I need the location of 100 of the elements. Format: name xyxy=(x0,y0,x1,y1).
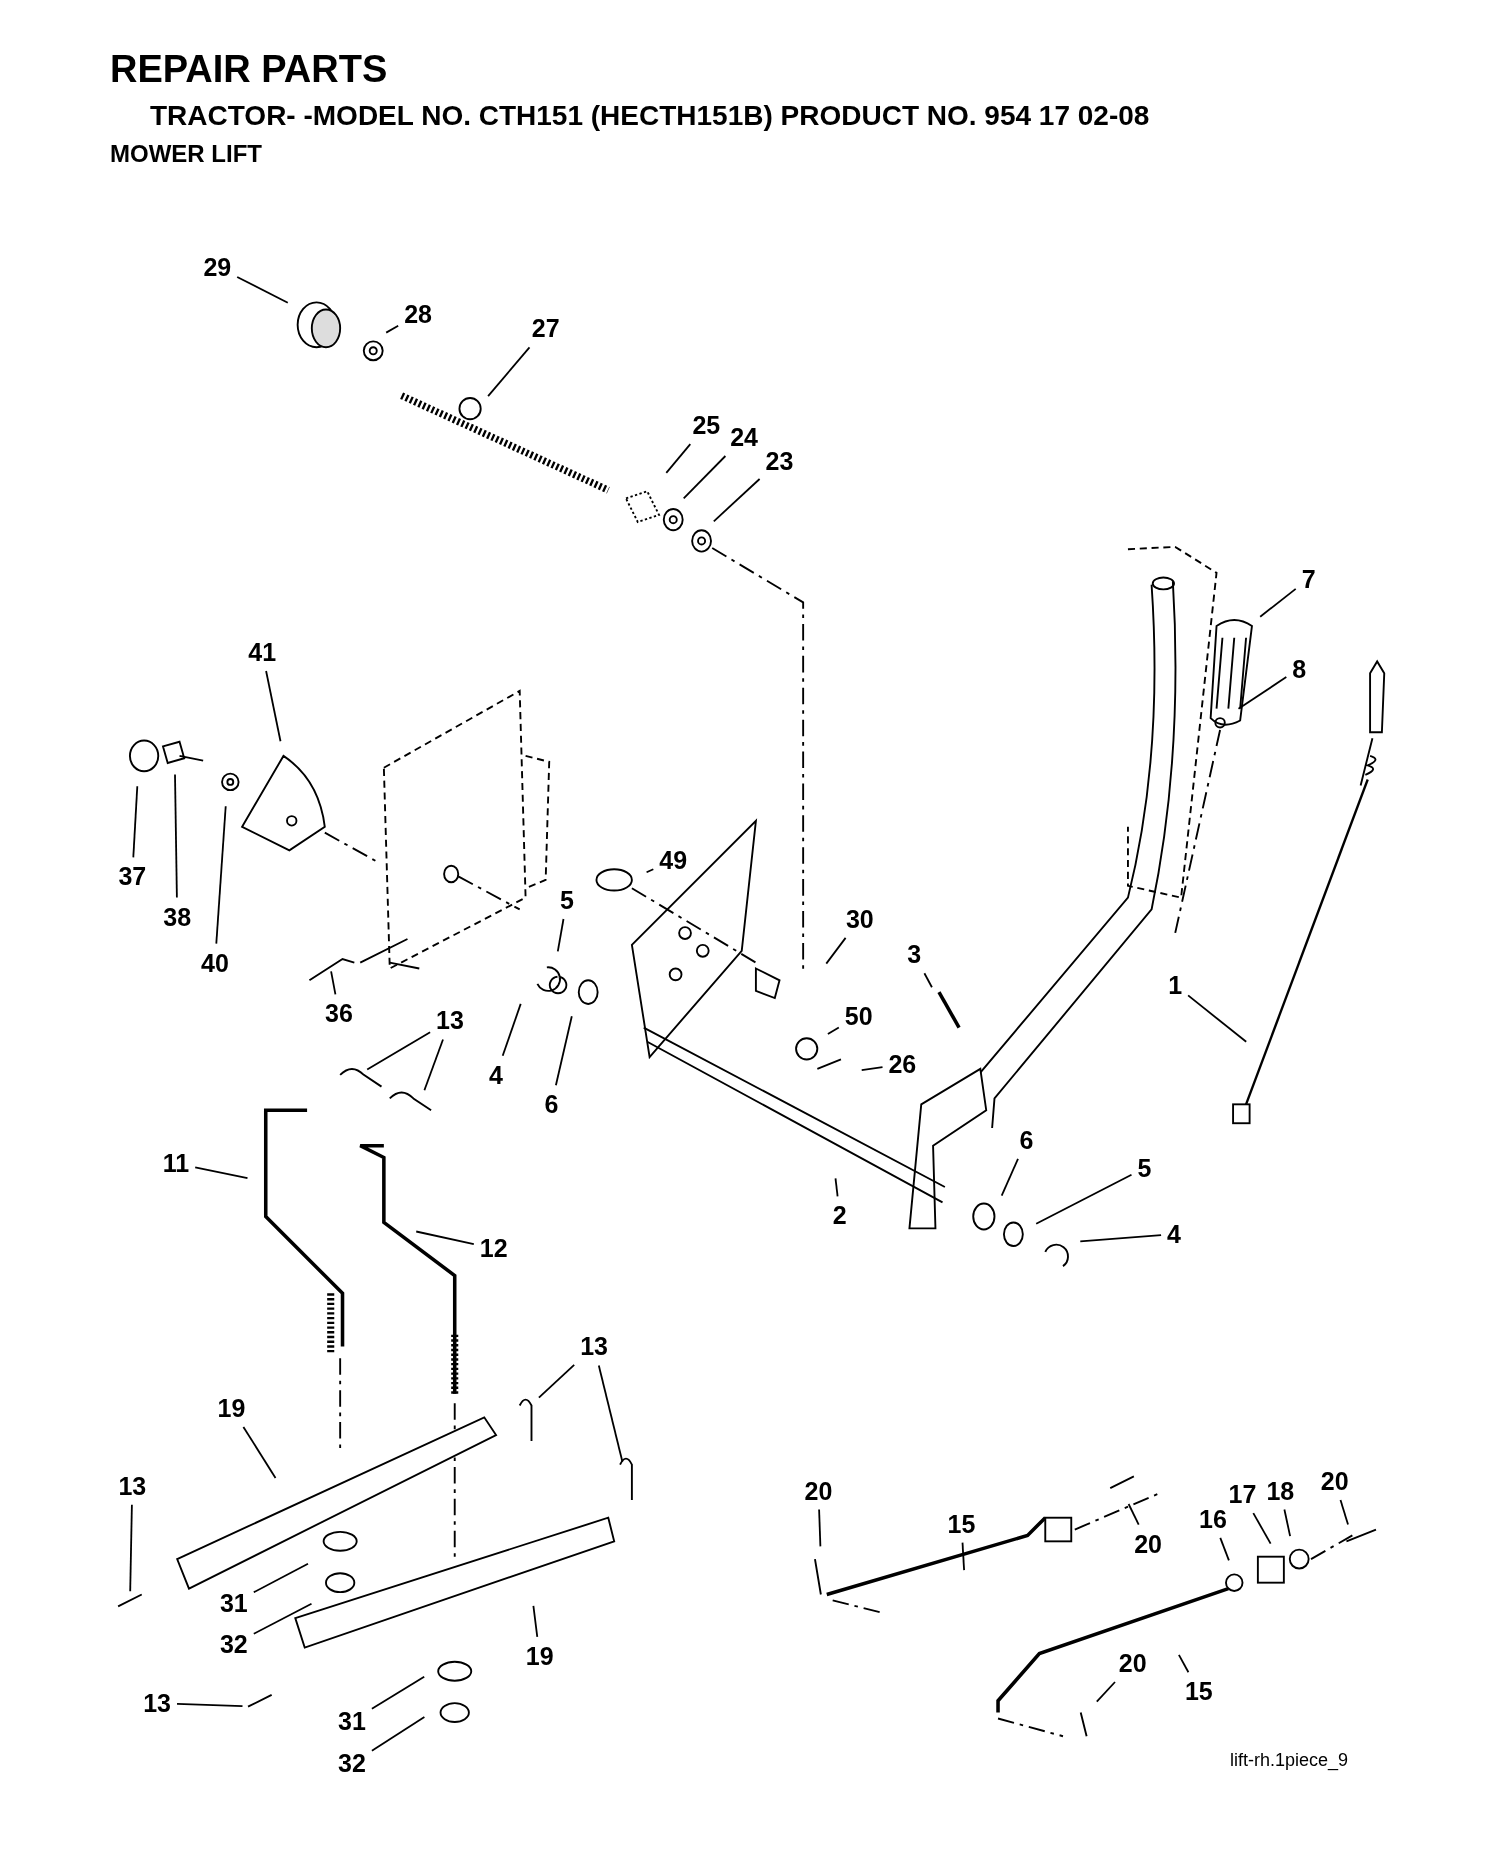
callout-number: 7 xyxy=(1301,565,1316,592)
callout-number: 20 xyxy=(804,1477,833,1504)
callout-number: 4 xyxy=(1167,1221,1181,1248)
callout-number: 20 xyxy=(1134,1530,1162,1557)
leader-line xyxy=(860,1066,884,1072)
callout-number: 6 xyxy=(1019,1126,1034,1153)
leader-line xyxy=(834,1177,839,1198)
callout-number: 26 xyxy=(888,1051,917,1078)
leader-line xyxy=(1000,1157,1019,1197)
callout-number: 32 xyxy=(338,1750,366,1777)
callout-number: 29 xyxy=(203,253,232,280)
callout-number: 11 xyxy=(162,1150,190,1177)
callout-number: 50 xyxy=(844,1002,873,1029)
callout-number: 30 xyxy=(845,905,874,932)
leader-line xyxy=(1259,588,1297,618)
leader-line xyxy=(242,1426,277,1479)
leader-line xyxy=(1237,676,1288,710)
callout-number: 13 xyxy=(580,1333,608,1360)
leader-line xyxy=(712,478,761,523)
callout-number: 19 xyxy=(525,1642,554,1669)
leader-line xyxy=(423,1038,444,1092)
leader-line xyxy=(1178,1654,1190,1674)
callout-number: 13 xyxy=(118,1472,147,1499)
leader-line xyxy=(129,1503,133,1593)
callout-number: 27 xyxy=(531,315,560,342)
leader-line xyxy=(215,805,227,945)
callout-number: 1 xyxy=(1168,972,1183,999)
leader-line xyxy=(174,773,178,899)
callout-number: 4 xyxy=(489,1061,503,1088)
leader-line xyxy=(538,1364,576,1399)
callout-number: 20 xyxy=(1320,1468,1349,1495)
leader-line xyxy=(825,937,847,965)
callout-number: 32 xyxy=(219,1631,248,1658)
callout-number: 12 xyxy=(479,1235,508,1262)
leader-line xyxy=(265,670,282,743)
leader-line xyxy=(645,868,655,874)
callout-number: 5 xyxy=(1137,1155,1152,1182)
leader-line xyxy=(1035,1173,1133,1225)
leader-line xyxy=(555,1015,573,1087)
leader-line xyxy=(1187,994,1248,1043)
leader-line xyxy=(176,1702,244,1708)
leader-line xyxy=(371,1675,426,1710)
leader-line xyxy=(487,346,531,397)
callout-number: 5 xyxy=(559,887,574,913)
section-heading: MOWER LIFT xyxy=(110,140,262,168)
callout-number: 37 xyxy=(118,863,147,890)
leader-line xyxy=(961,1541,965,1571)
callout-number: 41 xyxy=(248,638,277,665)
leader-line xyxy=(132,785,139,859)
leader-line xyxy=(415,1230,475,1245)
leader-line xyxy=(597,1364,624,1463)
callout-number: 6 xyxy=(544,1091,559,1118)
leader-line xyxy=(194,1166,249,1179)
callout-number: 38 xyxy=(163,903,192,930)
drawing-code: lift-rh.1piece_9 xyxy=(1230,1750,1349,1771)
leader-line xyxy=(501,1003,522,1057)
leader-line xyxy=(682,455,727,500)
page-title: REPAIR PARTS xyxy=(110,48,388,91)
leader-line xyxy=(371,1716,426,1752)
callout-number: 31 xyxy=(219,1589,248,1616)
callout-number: 40 xyxy=(201,949,229,976)
callout-number: 2 xyxy=(832,1202,847,1229)
leader-line xyxy=(1252,1512,1272,1545)
callout-number: 24 xyxy=(730,424,758,450)
callout-number: 16 xyxy=(1199,1505,1227,1532)
leader-line xyxy=(1339,1499,1349,1526)
leader-line xyxy=(818,1508,822,1548)
leader-line xyxy=(1219,1537,1230,1562)
leader-line xyxy=(252,1602,313,1635)
leader-line xyxy=(665,443,692,474)
callout-number: 49 xyxy=(659,846,688,873)
leader-line xyxy=(1283,1508,1291,1537)
callout-number: 23 xyxy=(765,447,794,474)
callout-number: 3 xyxy=(907,941,922,968)
callout-number: 17 xyxy=(1228,1481,1257,1508)
leader-line xyxy=(556,918,565,953)
callout-number: 15 xyxy=(1184,1678,1213,1705)
callout-number: 13 xyxy=(143,1690,171,1717)
callout-number: 28 xyxy=(404,301,432,328)
callout-number: 15 xyxy=(947,1510,976,1537)
leader-line xyxy=(385,324,400,334)
callout-number: 18 xyxy=(1266,1477,1295,1504)
callout-number: 19 xyxy=(217,1394,246,1421)
leader-line xyxy=(827,1026,840,1035)
callout-number: 31 xyxy=(338,1707,366,1734)
model-heading: TRACTOR- -MODEL NO. CTH151 (HECTH151B) PRODUCT NO. 954 17 02-08 xyxy=(150,100,1150,132)
leader-line xyxy=(532,1604,539,1638)
callout-number: 20 xyxy=(1118,1650,1147,1676)
callout-number: 8 xyxy=(1292,655,1307,682)
leader-line xyxy=(1079,1234,1162,1243)
callout-number: 13 xyxy=(436,1007,464,1034)
leader-line xyxy=(236,276,289,304)
leader-line xyxy=(330,970,337,996)
leader-line xyxy=(252,1562,309,1594)
leader-line xyxy=(1127,1503,1140,1526)
leader-line xyxy=(1095,1681,1116,1703)
callout-number: 36 xyxy=(325,1000,353,1027)
leader-line xyxy=(366,1031,431,1071)
callout-number: 25 xyxy=(692,412,721,439)
leader-line xyxy=(923,972,933,989)
